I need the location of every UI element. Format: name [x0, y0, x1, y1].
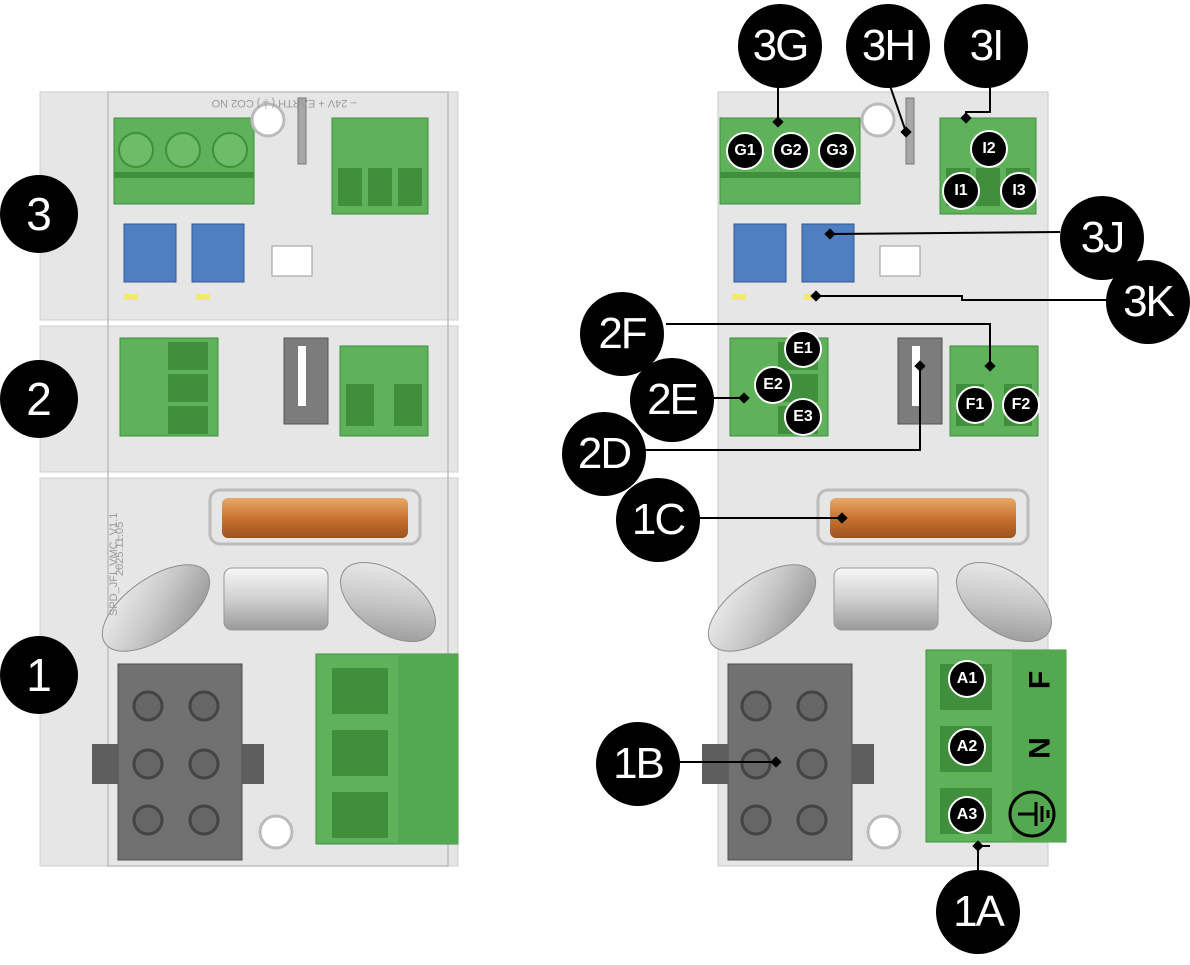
- right-toroid-left: [707, 564, 817, 652]
- leader-dot-1a: [972, 840, 984, 852]
- left-mounting-hole-top: [250, 102, 286, 138]
- left-2pin-terminal: [339, 345, 429, 437]
- leader-dot-2e: [738, 392, 750, 404]
- left-led-2: [196, 294, 210, 300]
- left-board: [39, 91, 459, 867]
- pin-e3: E3: [784, 398, 822, 436]
- mains-marking-n: N: [1024, 737, 1057, 759]
- left-toroid-right: [340, 561, 436, 643]
- callout-3i: 3I: [944, 4, 1028, 88]
- right-board: F N: [702, 91, 1067, 867]
- left-3pin-plug-terminal: [331, 117, 429, 215]
- silkscreen-date: 2025.11.05: [114, 521, 126, 576]
- pin-f2: F2: [1002, 386, 1040, 424]
- pin-i3: I3: [1000, 172, 1038, 210]
- left-relay-pin: [298, 346, 306, 406]
- pin-e1: E1: [784, 330, 822, 368]
- callout-2f: 2F: [580, 292, 664, 376]
- earth-ground-icon: [1008, 790, 1056, 838]
- left-mounting-hole-bottom: [258, 814, 294, 850]
- left-pot-2: [191, 223, 245, 283]
- callout-1c: 1C: [616, 478, 700, 562]
- pin-g1: G1: [726, 132, 764, 170]
- right-toroid-right: [956, 561, 1052, 643]
- callout-1a: 1A: [936, 870, 1020, 954]
- callout-1b: 1B: [596, 722, 680, 806]
- left-pcb-outline: [107, 91, 449, 867]
- left-mains-terminal: [315, 653, 459, 845]
- left-capacitor: [223, 567, 329, 631]
- pin-i1: I1: [942, 172, 980, 210]
- callout-3g: 3G: [738, 4, 822, 88]
- left-toroid-left: [101, 564, 211, 652]
- pin-f1: F1: [956, 386, 994, 424]
- section-marker-1: 1: [0, 636, 78, 714]
- section-marker-2: 2: [0, 360, 78, 438]
- pin-i2: I2: [970, 130, 1008, 168]
- right-capacitor: [833, 567, 939, 631]
- pin-a1: A1: [948, 660, 986, 698]
- leader-dot-2d: [914, 360, 926, 372]
- right-3pin-screw-terminal-strip: [720, 172, 860, 178]
- mains-marking-f: F: [1024, 671, 1057, 689]
- leader-2f: [666, 323, 991, 366]
- callout-2d: 2D: [562, 412, 646, 496]
- leader-3h: [887, 79, 907, 133]
- callout-3j: 3J: [1060, 196, 1144, 280]
- leader-dot-1c: [836, 512, 848, 524]
- left-bar-component: [297, 97, 307, 165]
- leader-dot-3k: [810, 290, 822, 302]
- leader-dot-1b: [770, 756, 782, 768]
- pin-g2: G2: [772, 132, 810, 170]
- right-pot-1: [733, 223, 787, 283]
- leader-2d: [626, 366, 921, 451]
- callout-3k: 3K: [1106, 260, 1190, 344]
- leader-dot-3j: [824, 228, 836, 240]
- left-pot-1: [123, 223, 177, 283]
- pin-a2: A2: [948, 728, 986, 766]
- right-led-1: [732, 294, 746, 300]
- right-fuse: [816, 488, 1030, 546]
- left-led-1: [124, 294, 138, 300]
- pin-a3: A3: [948, 796, 986, 834]
- pin-e2: E2: [754, 366, 792, 404]
- section-marker-3: 3: [0, 175, 78, 253]
- left-power-connector: [92, 663, 264, 861]
- right-mounting-hole-top: [860, 102, 896, 138]
- leader-dot-2f: [984, 360, 996, 372]
- right-led-2: [804, 294, 818, 300]
- right-mounting-hole-bottom: [866, 814, 902, 850]
- right-ic-chip: [879, 245, 921, 277]
- left-ic-chip: [271, 245, 313, 277]
- left-3pin-screw-terminal: [113, 117, 255, 205]
- callout-2e: 2E: [630, 358, 714, 442]
- pin-g3: G3: [818, 132, 856, 170]
- left-fuse: [208, 488, 422, 546]
- leader-3j: [829, 231, 1061, 235]
- left-3pin-vertical-terminal: [119, 337, 219, 437]
- silkscreen-top-row: – 24V + EARTH (⏚) CO2 NO: [211, 97, 357, 109]
- right-relay-pin: [912, 346, 920, 406]
- callout-3h: 3H: [846, 4, 930, 88]
- leader-3k: [816, 295, 1110, 301]
